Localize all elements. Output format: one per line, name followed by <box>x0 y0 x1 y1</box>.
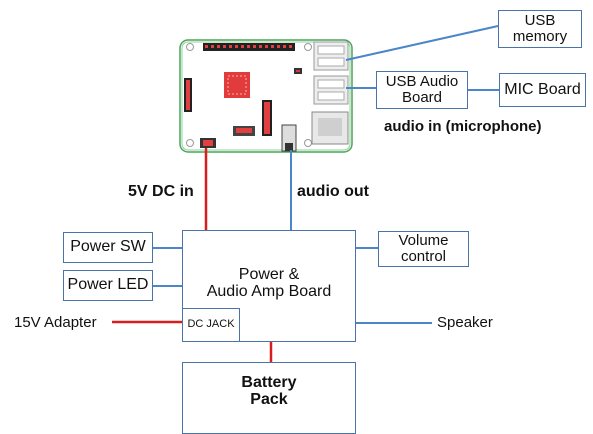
amp-board-label-line1: Power & <box>238 266 300 283</box>
power-led-label: Power LED <box>67 276 149 294</box>
volume-label-line2: control <box>400 248 446 265</box>
mic-board-box: MIC Board <box>499 73 586 107</box>
power-led-box: Power LED <box>63 270 153 301</box>
dc-jack-box: DC JACK <box>182 308 240 342</box>
adapter-label: 15V Adapter <box>14 314 97 331</box>
battery-label-line1: Battery <box>241 374 297 391</box>
raspberry-pi-board-icon <box>179 39 353 153</box>
dc-in-label: 5V DC in <box>128 183 194 200</box>
usb-audio-label-line2: Board <box>401 89 442 106</box>
battery-label-line2: Pack <box>250 390 288 408</box>
connection-lines <box>112 25 499 362</box>
dc-jack-label: DC JACK <box>187 318 235 331</box>
speaker-label: Speaker <box>437 314 493 331</box>
usb-audio-label-line1: USB Audio <box>385 73 459 91</box>
mic-board-label: MIC Board <box>504 80 581 98</box>
audio-out-label: audio out <box>297 183 369 200</box>
power-sw-box: Power SW <box>63 232 153 263</box>
audio-in-label: audio in (microphone) <box>384 118 542 135</box>
amp-board-label-line2: Audio Amp Board <box>206 282 332 300</box>
usb-memory-label-line1: USB <box>524 12 556 30</box>
power-sw-label: Power SW <box>70 238 146 256</box>
usb-memory-label-line2: memory <box>512 28 568 45</box>
volume-label-line1: Volume <box>398 232 449 250</box>
